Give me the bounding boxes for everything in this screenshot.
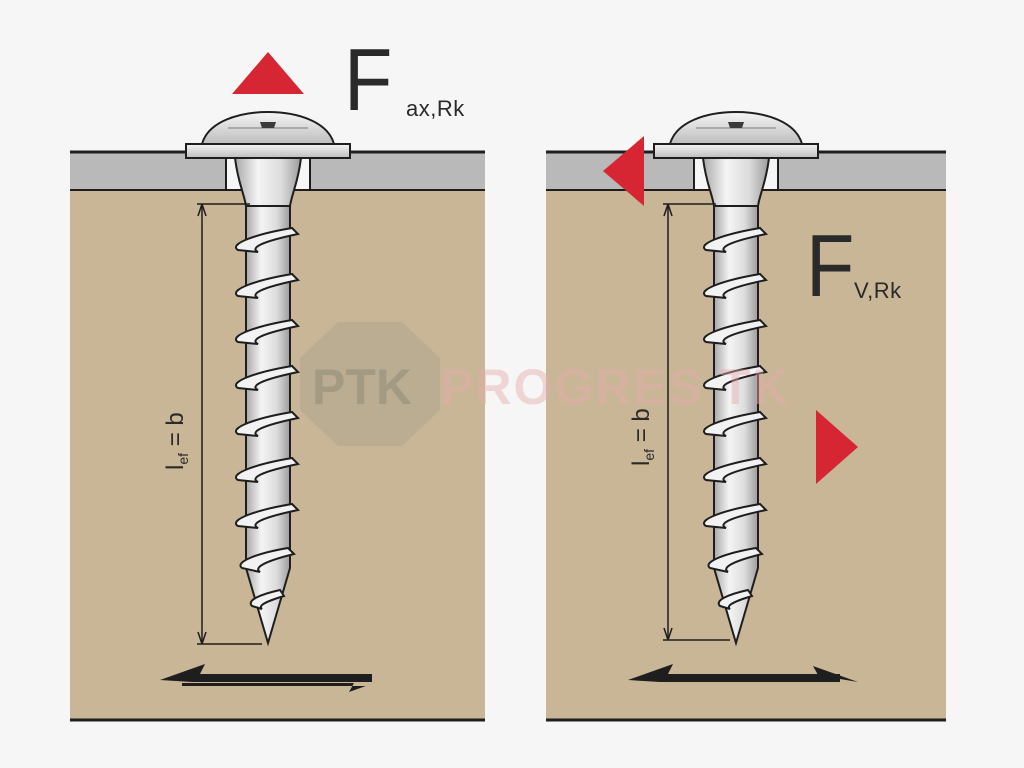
shear-indicator-arrows-left [160,664,394,692]
effective-length-label-right: lef = b [628,408,657,466]
dimension-line-left [197,203,262,645]
shear-force-subscript: V,Rk [854,278,902,303]
effective-length-subscript: ef [175,452,191,465]
effective-length-subscript: ef [641,448,657,461]
shear-force-arrow-right-icon [816,410,858,484]
axial-force-arrow-icon [232,52,304,94]
watermark-logo: PTK [300,322,440,446]
watermark-brand-text: PROGRES TK [440,359,791,415]
axial-force-symbol: F [344,30,393,129]
effective-length-symbol: l [162,464,189,470]
effective-length-equation: = b [628,408,655,449]
left-panel [70,52,485,722]
effective-length-label-left: lef = b [162,412,191,470]
shear-force-symbol: F [806,216,855,315]
axial-force-subscript: ax,Rk [406,96,465,121]
effective-length-symbol: l [628,460,655,466]
right-panel [546,111,946,722]
shear-indicator-arrows-right [628,664,858,682]
effective-length-equation: = b [162,412,189,453]
watermark-logo-text: PTK [312,359,412,415]
shear-force-arrow-left-icon [603,136,644,206]
dimension-line-right [663,203,730,641]
